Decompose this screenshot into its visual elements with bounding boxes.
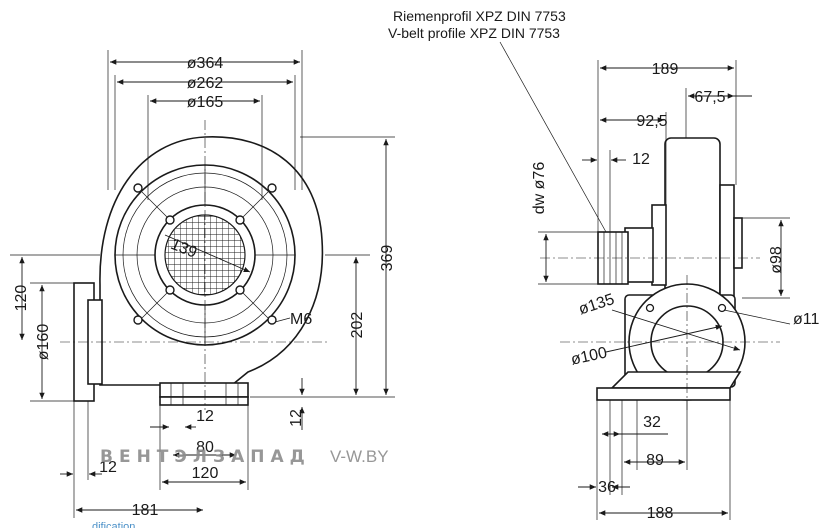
dim-b120: 120 [192,465,219,482]
dim-d11: ø11 [793,311,819,328]
side-view: Riemenprofil XPZ DIN 7753 V-belt profile… [388,8,819,522]
dim-w12: 12 [632,151,650,168]
dim-dw76: dw ø76 [531,162,548,215]
base-foot [159,382,249,398]
dim-w189: 189 [652,61,679,78]
dim-w92-5: 92,5 [636,113,667,130]
dim-b36: 36 [598,479,616,496]
dim-b32: 32 [643,414,661,431]
dim-h202: 202 [349,312,366,339]
side-bearing-housing [651,204,667,286]
dim-w67-5: 67,5 [694,89,725,106]
dim-d262: ø262 [187,75,224,92]
side-inlet-ring [733,217,743,269]
side-base-plate [596,387,731,401]
belt-label-de: Riemenprofil XPZ DIN 7753 [393,8,566,24]
front-view: ø364 ø262 ø165 139 M6 369 202 12 120 ø16… [10,50,396,519]
dim-b188: 188 [647,505,674,522]
belt-label-en: V-belt profile XPZ DIN 7753 [388,25,560,41]
dim-d100: ø100 [569,344,608,368]
dim-d165: ø165 [187,94,224,111]
dim-b12-right: 12 [288,409,305,427]
dim-b89: 89 [646,452,664,469]
footer-fragment: dification [92,521,135,528]
watermark: ВЕНТЭЛЗАПАД V-W.BY [100,447,389,467]
side-housing [664,137,721,299]
dim-b12-foot: 12 [196,408,214,425]
label-m6: M6 [290,311,312,328]
side-shaft-hub [624,227,654,283]
watermark-brand: ВЕНТЭЛЗАПАД [100,447,311,467]
dim-b80: 80 [196,439,214,456]
dim-b12-left: 12 [99,459,117,476]
dim-b181: 181 [132,502,159,519]
side-base-slope [610,371,742,389]
dim-h369: 369 [379,245,396,272]
dim-d98: ø98 [768,246,785,274]
dim-d160: ø160 [35,324,52,361]
dim-h120: 120 [13,285,30,312]
dim-d135: ø135 [577,291,617,318]
belt-leader-line [499,41,607,233]
side-inlet-flange [719,184,735,301]
watermark-site: V-W.BY [330,447,389,466]
mounting-bolts [133,183,277,325]
base-plate [159,396,249,406]
dim-d364: ø364 [187,55,224,72]
